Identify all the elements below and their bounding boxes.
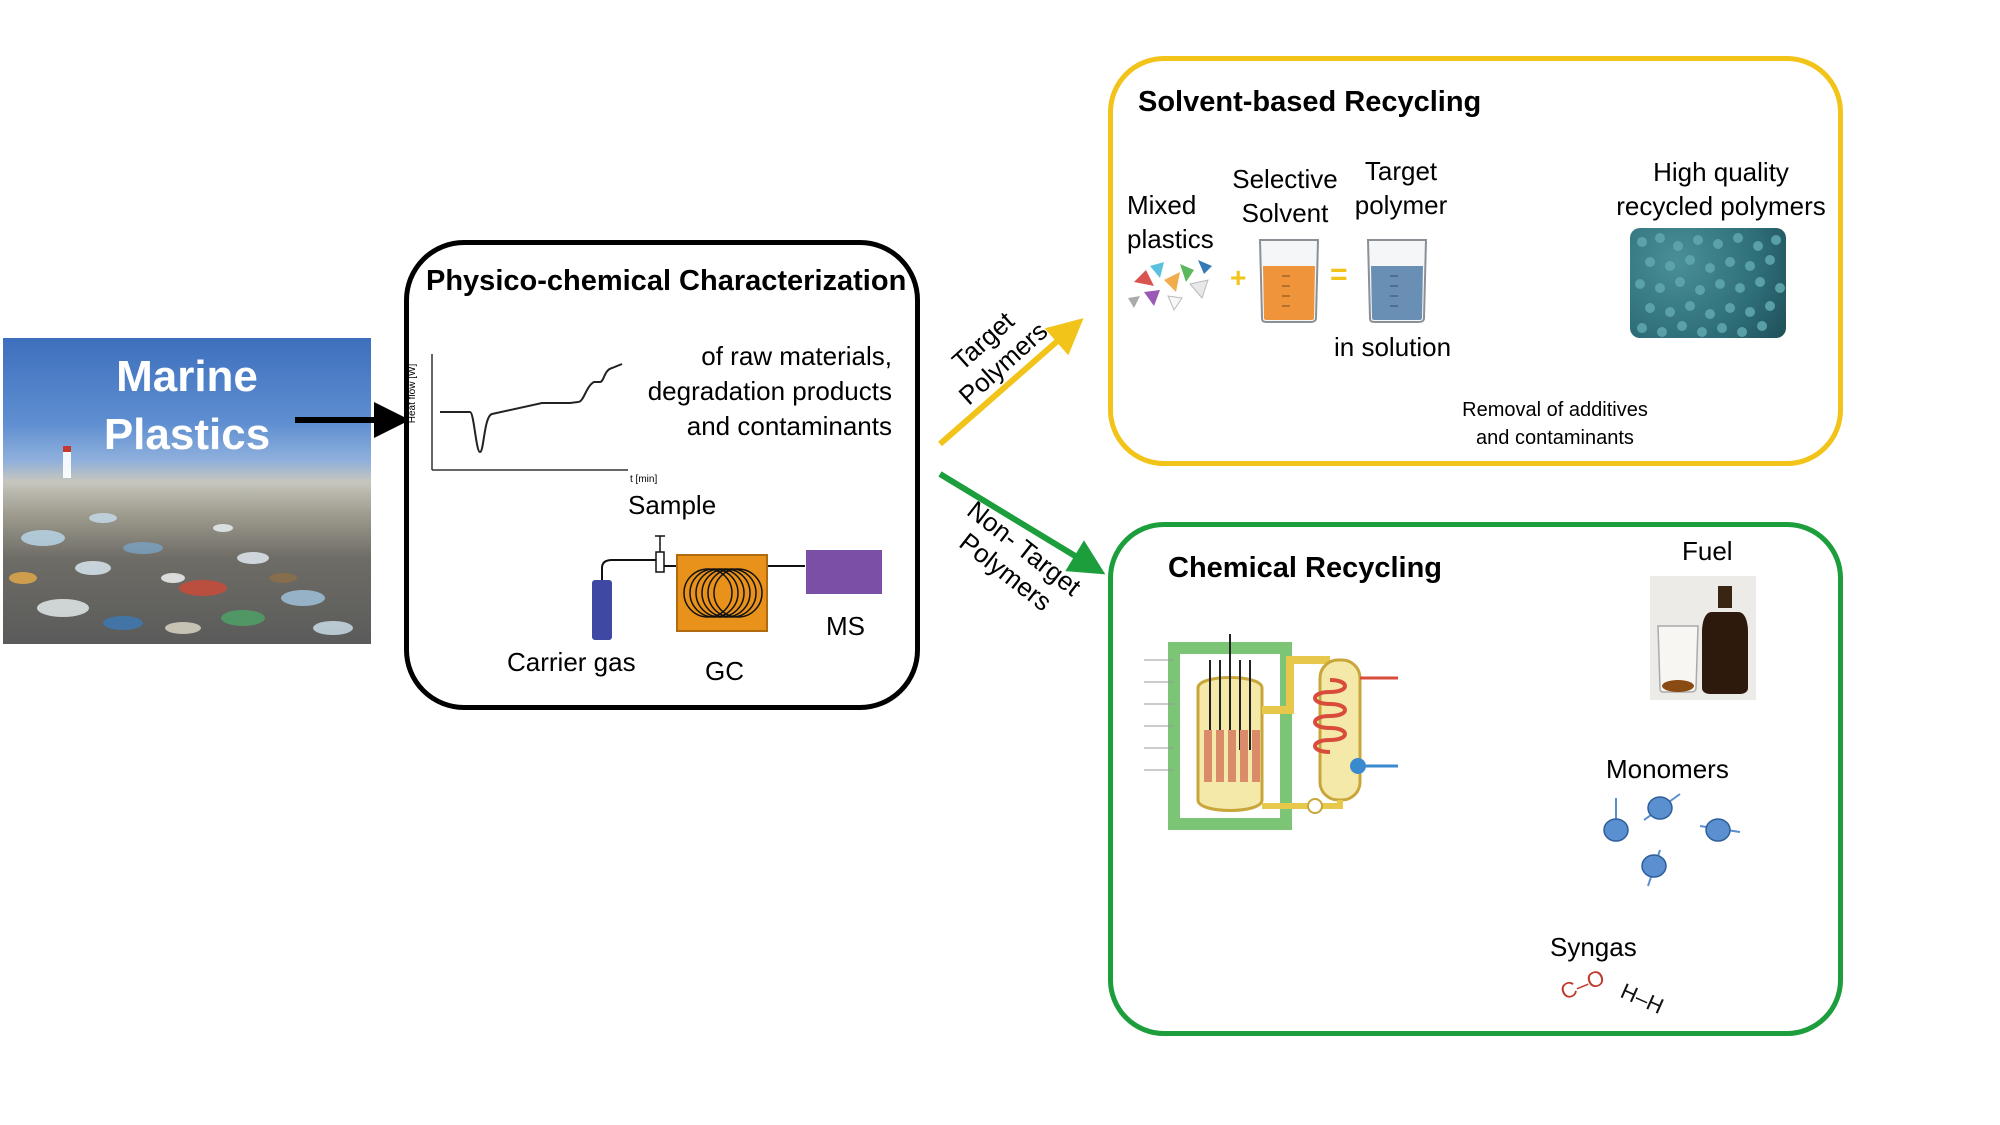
sample-label: Sample bbox=[628, 490, 717, 520]
mixed-plastics-icon bbox=[1128, 260, 1212, 312]
characterization-title: Physico-chemical Characterization bbox=[426, 265, 907, 297]
characterization-description: of raw materials, degradation products a… bbox=[590, 339, 892, 444]
fuel-label: Fuel bbox=[1682, 536, 1733, 566]
hq-polymers-label: High quality recycled polymers bbox=[1606, 155, 1836, 223]
selective-solvent-beaker bbox=[1258, 239, 1320, 323]
gc-column-coil bbox=[683, 568, 763, 618]
monomers-label: Monomers bbox=[1606, 754, 1729, 784]
removal-label: Removal of additives and contaminants bbox=[1420, 396, 1690, 452]
characterization-box bbox=[404, 240, 920, 710]
selective-solvent-label: Selective Solvent bbox=[1220, 162, 1350, 230]
chemical-title: Chemical Recycling bbox=[1168, 552, 1442, 584]
desc-line2: degradation products bbox=[647, 376, 892, 406]
reactor-schematic bbox=[1144, 634, 1398, 830]
removal-line1: Removal of additives bbox=[1462, 399, 1648, 421]
hq-line1: High quality bbox=[1653, 157, 1789, 187]
desc-line3: and contaminants bbox=[686, 411, 892, 441]
target-line1: Target bbox=[1364, 156, 1438, 186]
solvent-title: Solvent-based Recycling bbox=[1138, 86, 1482, 118]
gc-oven bbox=[676, 554, 768, 632]
pellets-texture bbox=[1635, 233, 1785, 337]
marine-label-line2: Plastics bbox=[103, 410, 271, 459]
gcms-schematic bbox=[601, 535, 805, 582]
mixed-line1: Mixed bbox=[1127, 190, 1197, 220]
arrow-nontarget-polymers bbox=[938, 471, 1106, 575]
equals-sign: = bbox=[1330, 258, 1348, 291]
hq-line2: recycled polymers bbox=[1616, 191, 1826, 221]
selective-line2: Solvent bbox=[1241, 198, 1329, 228]
arrow-target-polymers bbox=[938, 318, 1084, 447]
carrier-gas-cylinder bbox=[592, 580, 612, 640]
ms-label: MS bbox=[826, 611, 865, 641]
target-line2: polymer bbox=[1354, 190, 1448, 220]
marine-label-line1: Marine bbox=[116, 352, 258, 401]
mixed-line2: plastics bbox=[1127, 224, 1214, 254]
target-polymer-label: Target polymer bbox=[1340, 154, 1462, 222]
marine-plastics-photo: Marine Plastics bbox=[3, 338, 371, 644]
removal-line2: and contaminants bbox=[1476, 427, 1634, 449]
carrier-gas-label: Carrier gas bbox=[507, 647, 636, 677]
dsc-xlabel: t [min] bbox=[630, 474, 658, 485]
plus-sign: + bbox=[1230, 262, 1247, 293]
monomers-icon bbox=[1603, 793, 1741, 887]
recycled-pellets-image bbox=[1630, 228, 1786, 338]
in-solution-label: in solution bbox=[1334, 332, 1452, 362]
desc-line1: of raw materials, bbox=[701, 341, 892, 371]
dsc-thermogram bbox=[431, 354, 628, 471]
fuel-bottles bbox=[1657, 586, 1748, 694]
syngas-label: Syngas bbox=[1550, 932, 1637, 962]
gc-label: GC bbox=[705, 656, 744, 686]
dsc-ylabel: Heat flow [W] bbox=[407, 363, 419, 424]
mixed-plastics-label: Mixed plastics bbox=[1127, 188, 1214, 256]
ms-detector bbox=[806, 550, 882, 594]
marine-plastics-label: Marine Plastics bbox=[3, 348, 371, 464]
beach-debris bbox=[9, 446, 353, 635]
target-polymer-beaker bbox=[1366, 239, 1428, 323]
selective-line1: Selective bbox=[1232, 164, 1338, 194]
fuel-image bbox=[1650, 576, 1756, 700]
